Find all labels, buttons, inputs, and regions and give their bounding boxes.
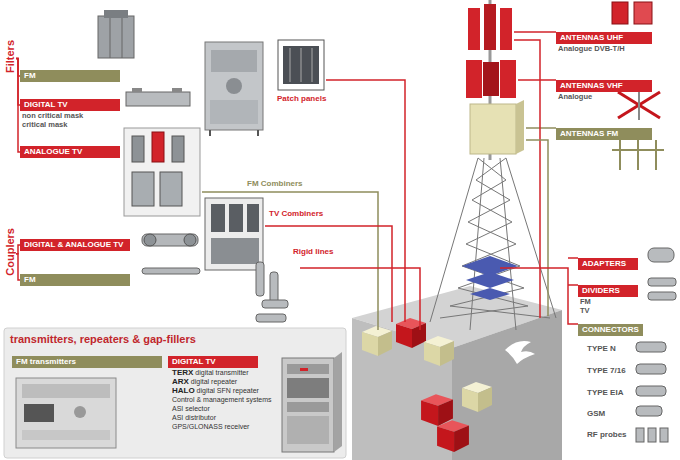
band-label: DIGITAL TV: [20, 99, 120, 111]
list-item: TERX digital transmitter: [168, 368, 272, 377]
category-band: FM: [20, 64, 120, 82]
part-label: FM Combiners: [246, 179, 304, 189]
list-item: Control & management systems: [168, 395, 272, 404]
analogue-tv-filter-picture: [124, 128, 200, 216]
sub-label: TV: [578, 306, 638, 315]
divider-picture: [648, 278, 676, 300]
category-band: ANTENNAS VHFAnalogue: [556, 74, 652, 101]
category-band: DIVIDERSFMTV: [578, 279, 638, 315]
tower: [430, 0, 556, 330]
part-label: Patch panels: [276, 94, 327, 104]
wires: [202, 32, 578, 330]
part-label: TV Combiners: [268, 209, 324, 219]
part-label: RF probes: [586, 430, 628, 440]
group-heading: Couplers: [4, 228, 16, 280]
fm-filter-picture: [98, 10, 134, 58]
list-item: GPS/GLONASS receiver: [168, 422, 272, 431]
part-label: TYPE N: [586, 344, 617, 354]
band-label: DIGITAL TV: [168, 356, 258, 368]
coupler-pictures: [142, 234, 200, 274]
category-band: DIGITAL TVTERX digital transmitterARX di…: [168, 350, 272, 431]
dishes: [462, 256, 518, 300]
adapter-picture: [648, 248, 674, 262]
band-label: ANTENNAS VHF: [556, 80, 652, 92]
vhf-antenna-picture: [618, 90, 660, 120]
band-label: DIGITAL & ANALOGUE TV: [20, 239, 130, 251]
band-label: FM: [20, 70, 120, 82]
sub-label: non critical mask: [20, 111, 120, 120]
rigid-lines-picture: [256, 262, 288, 322]
panel-ground: [4, 328, 346, 458]
sub-label: Analogue: [556, 92, 652, 101]
connector-pictures: [636, 342, 668, 442]
category-band: ANTENNAS UHFAnalogue DVB-T/H: [556, 26, 652, 53]
list-item: ARX digital repeater: [168, 377, 272, 386]
category-band: ADAPTERS: [578, 252, 638, 270]
part-label: TYPE 7/16: [586, 366, 627, 376]
fm-antenna-box: [470, 100, 524, 154]
band-label: ANTENNAS UHF: [556, 32, 652, 44]
vhf-antennas: [466, 60, 516, 98]
category-band: FM transmitters: [12, 350, 162, 368]
band-label: ANALOGUE TV: [20, 146, 120, 158]
patch-panel-pictures: [205, 40, 324, 136]
band-label: FM: [20, 274, 130, 286]
sub-label: critical mask: [20, 120, 120, 129]
category-band: CONNECTORS: [578, 318, 643, 336]
band-label: FM transmitters: [12, 356, 162, 368]
vertical-heading: Filters: [4, 40, 16, 73]
band-label: ADAPTERS: [578, 258, 638, 270]
digital-tv-rack-picture: [282, 352, 342, 452]
category-band: DIGITAL TVnon critical maskcritical mask: [20, 93, 120, 129]
digital-tv-filter-picture: [126, 88, 190, 106]
category-band: FM: [20, 268, 130, 286]
sub-label: Analogue DVB-T/H: [556, 44, 652, 53]
part-label: GSM: [586, 409, 606, 419]
products-panel: transmitters, repeaters & gap-fillers FM …: [4, 328, 346, 458]
uhf-antenna-picture: [612, 2, 652, 24]
list-item: HALO digital SFN repeater: [168, 386, 272, 395]
list-item: ASI distributor: [168, 413, 272, 422]
band-label: ANTENNAS FM: [556, 128, 652, 140]
part-label: Rigid lines: [292, 247, 334, 257]
part-label: TYPE EIA: [586, 388, 624, 398]
category-band: ANTENNAS FM: [556, 122, 652, 140]
list-item: ASI selector: [168, 404, 272, 413]
sub-label: FM: [578, 297, 638, 306]
panel-title: transmitters, repeaters & gap-fillers: [4, 328, 346, 346]
band-label: CONNECTORS: [578, 324, 643, 336]
building: [352, 286, 562, 460]
group-heading: Filters: [4, 40, 16, 77]
fm-antenna-picture: [612, 140, 664, 170]
band-label: DIVIDERS: [578, 285, 638, 297]
tv-combiner-picture: [205, 198, 263, 270]
category-band: DIGITAL & ANALOGUE TV: [20, 233, 130, 251]
category-band: ANALOGUE TV: [20, 140, 120, 158]
vertical-heading: Couplers: [4, 228, 16, 276]
uhf-antennas: [468, 4, 512, 50]
fm-transmitter-picture: [16, 378, 116, 448]
